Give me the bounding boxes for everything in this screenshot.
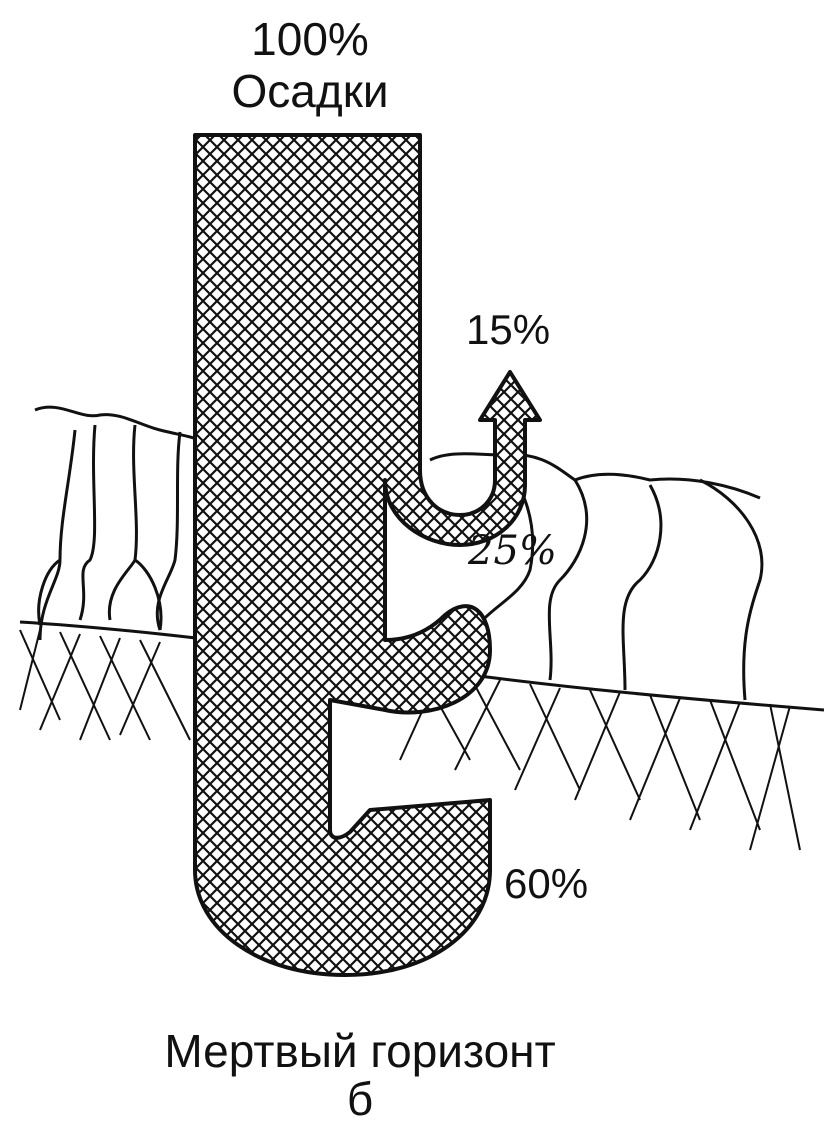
evaporation-percent-label: 15% xyxy=(466,306,550,354)
interception-percent-label: 25% xyxy=(468,528,557,574)
precipitation-label: Осадки xyxy=(180,64,440,118)
panel-letter: б xyxy=(80,1072,640,1126)
precipitation-percent-label: 100% xyxy=(180,12,440,66)
dead-horizon-label: Мертвый горизонт xyxy=(80,1024,640,1078)
water-balance-diagram xyxy=(0,0,824,1103)
runoff-percent-label: 60% xyxy=(504,860,588,908)
